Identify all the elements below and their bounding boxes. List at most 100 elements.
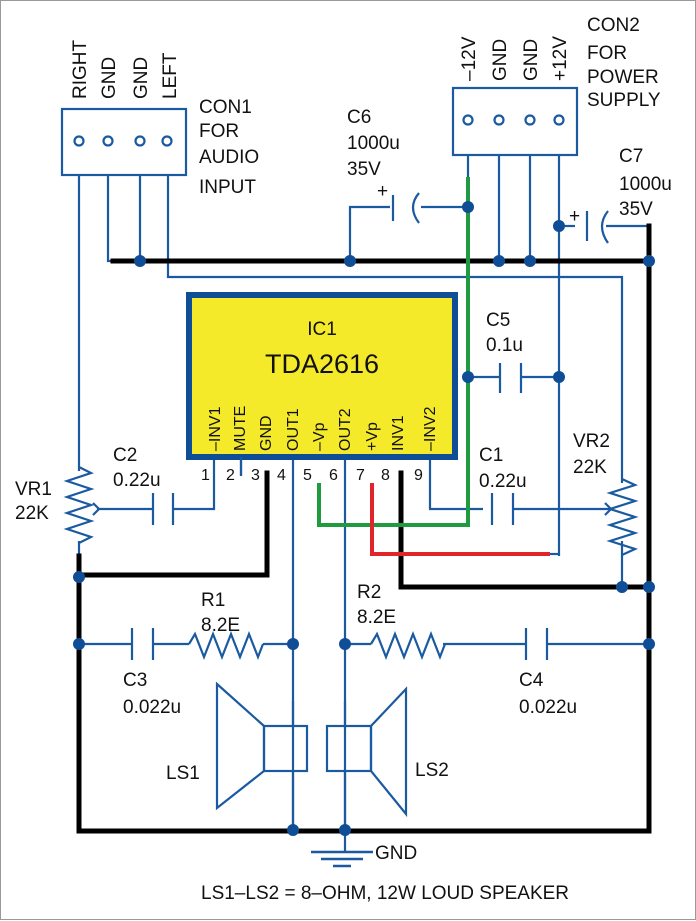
- con1-desc-1: FOR: [199, 121, 239, 142]
- ic1-pin8-name: INV1: [390, 415, 407, 451]
- vr2-wiper-arrow: [604, 502, 613, 516]
- junction-dot: [134, 255, 146, 267]
- ic1-pin4-num: 4: [277, 467, 286, 484]
- ic1-pin2-name: MUTE: [232, 406, 249, 451]
- ic1-pin9-num: 9: [414, 467, 423, 484]
- junction-dot: [339, 824, 351, 836]
- wire-negative-supply: [317, 177, 470, 527]
- con2-pin-plus12: [553, 114, 565, 126]
- ls1-magnet: [262, 724, 309, 773]
- wire-positive-supply: [370, 483, 550, 556]
- ic1-pin8-num: 8: [381, 467, 390, 484]
- junction-dots: [73, 201, 655, 836]
- vr2-value: 22K: [573, 457, 607, 478]
- ls2-magnet: [325, 724, 373, 773]
- c6-ref: C6: [347, 107, 371, 128]
- c5-value: 0.1u: [486, 335, 523, 356]
- c4-ref: C4: [519, 670, 544, 691]
- capacitor-c5: C5 0.1u: [486, 310, 523, 393]
- junction-dot: [339, 638, 351, 650]
- ic1-pin3-num: 3: [251, 467, 260, 484]
- junction-dot: [344, 255, 356, 267]
- junction-dot: [462, 201, 474, 213]
- wire-vr2-bottom: [620, 541, 649, 589]
- ic1-pin6-name: OUT2: [337, 408, 354, 451]
- junction-dot: [616, 581, 628, 593]
- vr2-resistor: [606, 478, 639, 556]
- con2-desc-1: FOR: [587, 43, 627, 64]
- c6-value: 1000u: [347, 133, 400, 154]
- resistor-r1: R1 8.2E: [188, 590, 265, 661]
- speaker-spec-note: LS1–LS2 = 8–OHM, 12W LOUD SPEAKER: [201, 883, 569, 904]
- ic1-pin5-name: –Vp: [311, 422, 328, 451]
- signal-wires: [77, 155, 649, 852]
- vr1-resistor: [63, 466, 95, 544]
- c6-plus-sign: +: [377, 181, 388, 202]
- con1-desc-3: INPUT: [199, 177, 256, 198]
- speaker-ls1: LS1: [166, 681, 309, 811]
- con1-label-right: RIGHT: [70, 40, 91, 100]
- ic1-pin3-name: GND: [258, 415, 275, 451]
- capacitor-c4: C4 0.022u: [519, 628, 577, 718]
- con2-label-minus12: –12V: [459, 36, 480, 81]
- ic1-pin1-name: –INV1: [207, 406, 224, 451]
- capacitor-c6: + C6 1000u 35V: [347, 107, 420, 224]
- gnd-label: GND: [375, 843, 417, 864]
- con1-body: [60, 107, 188, 177]
- ic1-pin1-num: 1: [201, 467, 210, 484]
- c6-voltage: 35V: [347, 159, 381, 180]
- c7-plate-neg: [600, 210, 609, 244]
- wire-left-input: [166, 175, 624, 483]
- c2-value: 0.22u: [113, 470, 161, 491]
- junction-dot: [643, 255, 655, 267]
- con2-desc-2: POWER: [587, 67, 659, 88]
- junction-dot: [553, 371, 565, 383]
- c1-ref: C1: [479, 445, 503, 466]
- speaker-ls2: LS2: [325, 686, 449, 818]
- con1-label-gnd-a: GND: [99, 57, 120, 99]
- c7-plus-sign: +: [569, 206, 580, 227]
- r2-ref: R2: [357, 582, 381, 603]
- junction-dot: [643, 581, 655, 593]
- junction-dot: [287, 824, 299, 836]
- ic1-ref: IC1: [307, 319, 337, 340]
- c7-voltage: 35V: [619, 199, 653, 220]
- wire-c6-left: [348, 205, 390, 261]
- ground-bus-pin8: [398, 470, 652, 590]
- con1-pin-left: [161, 135, 173, 147]
- wire-con1-gnd-a: [106, 175, 113, 263]
- con2-label-gnd-b: GND: [521, 39, 542, 81]
- con2-pin-minus12: [462, 114, 474, 126]
- capacitor-c1: C1 0.22u: [479, 445, 527, 525]
- ic1-part: TDA2616: [265, 349, 379, 379]
- ground-symbol: GND: [311, 843, 417, 868]
- c2-ref: C2: [113, 445, 137, 466]
- con1-name: CON1: [199, 97, 252, 118]
- c7-ref: C7: [619, 146, 643, 167]
- ground-bus: [76, 223, 652, 834]
- con2-pin-gnd-b: [524, 114, 536, 126]
- resistor-r2: R2 8.2E: [357, 582, 447, 661]
- r1-ref: R1: [201, 590, 225, 611]
- c4-value: 0.022u: [519, 697, 577, 718]
- potentiometer-vr1: VR1 22K: [15, 466, 101, 544]
- vr2-ref: VR2: [573, 431, 610, 452]
- capacitor-c3: C3 0.022u: [123, 628, 181, 718]
- r2-value: 8.2E: [357, 607, 396, 628]
- junction-dot: [553, 220, 565, 232]
- ic1-pin7-num: 7: [356, 467, 365, 484]
- junction-dot: [643, 638, 655, 650]
- con2-desc-3: SUPPLY: [587, 90, 661, 111]
- capacitor-c7: + C7 1000u 35V: [569, 146, 672, 244]
- con2-name: CON2: [587, 15, 640, 36]
- potentiometer-vr2: VR2 22K: [573, 431, 639, 556]
- con1-label-gnd-b: GND: [131, 57, 152, 99]
- con2-connector: –12V GND GND +12V CON2 FOR POWER SUPPLY: [451, 15, 661, 157]
- con2-label-plus12: +12V: [550, 36, 571, 81]
- junction-dot: [73, 638, 85, 650]
- ls1-ref: LS1: [166, 763, 200, 784]
- junction-dot: [73, 571, 85, 583]
- ic1-body: [186, 292, 458, 460]
